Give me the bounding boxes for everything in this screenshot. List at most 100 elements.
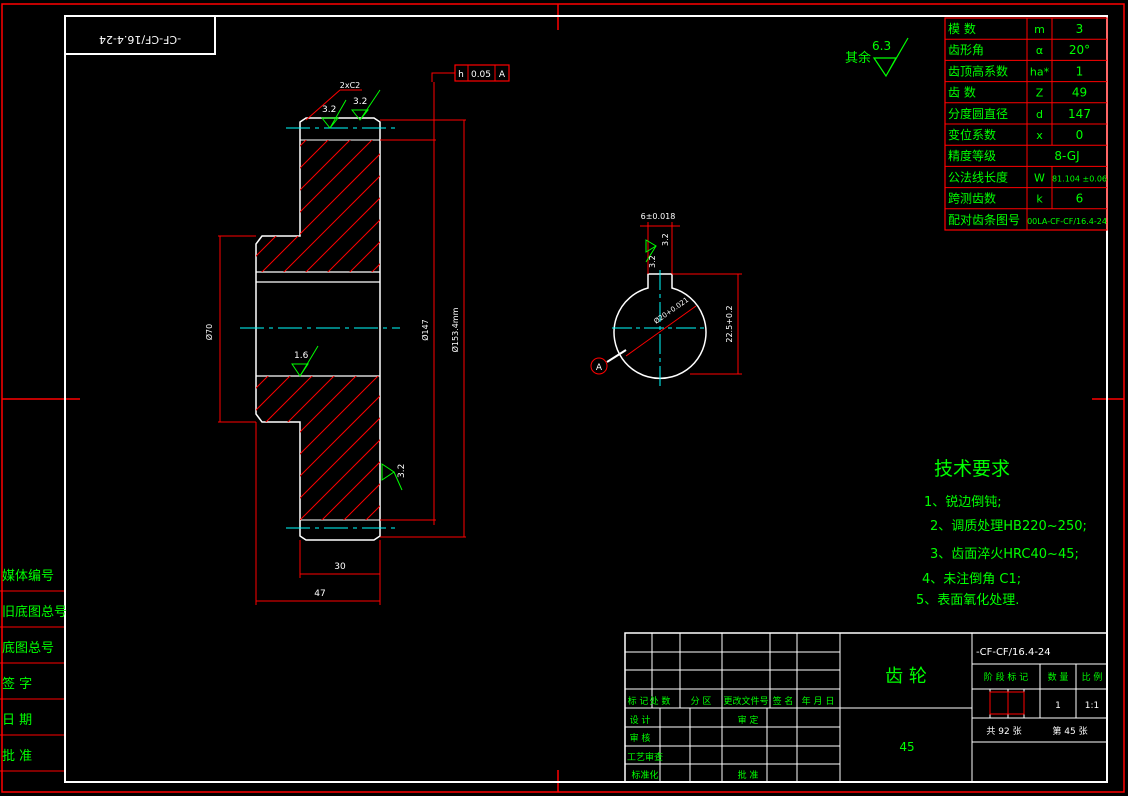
section-dimensions: 2xC2 3.2 3.2 1.6 3.2 Ø70 Ø147 Ø153.4mm 3…: [204, 81, 466, 605]
roughness-bore: 1.6: [294, 351, 309, 361]
tb-role-design: 设 计: [630, 714, 651, 726]
tb-role-check: 审 核: [630, 732, 651, 744]
roughness-top-left: 3.2: [322, 105, 336, 115]
outer-frame: [1, 3, 1125, 793]
material: 45: [899, 740, 914, 754]
left-strip-item: 旧底图总号: [2, 604, 67, 620]
hole-diameter-label: Ø20+0.021: [653, 296, 691, 326]
datum-label: A: [596, 363, 603, 373]
tech-req-item-3: 3、齿面淬火HRC40~45;: [930, 547, 1079, 562]
gear-param-value: 0: [1076, 128, 1084, 142]
tb-approve: 批 准: [738, 769, 759, 781]
tolerance-value: 0.05: [471, 70, 491, 80]
tech-req-item-5: 5、表面氧化处理.: [916, 593, 1019, 608]
gear-param-symbol: k: [1036, 193, 1043, 206]
gear-param-name: 配对齿条图号: [948, 213, 1020, 227]
gear-param-value: 49: [1072, 86, 1087, 100]
gear-param-value: 3: [1076, 22, 1084, 36]
gear-param-symbol: d: [1036, 108, 1043, 121]
gear-param-symbol: α: [1036, 44, 1043, 57]
pitch-diameter-label: Ø147: [420, 319, 430, 341]
drawing-number-box: [64, 15, 216, 55]
gear-param-value: 20°: [1069, 43, 1090, 57]
gear-param-symbol: x: [1036, 129, 1043, 142]
gear-outline: [255, 117, 381, 541]
title-block: 处 数 标 记 分 区 更改文件号 签 名 年 月 日 设 计 审 核 工艺审查…: [624, 632, 1108, 783]
total-width-label: 47: [314, 589, 325, 599]
gear-param-value: 8-GJ: [1054, 149, 1079, 163]
tip-diameter-label: Ø153.4mm: [450, 307, 460, 352]
tb-scale: 1:1: [1085, 701, 1099, 711]
keyway-width-label: 6±0.018: [641, 212, 676, 221]
left-strip-item: 媒体编号: [2, 569, 54, 584]
tech-req-item-1: 1、锐边倒钝;: [924, 495, 1002, 510]
gear-param-value: 1: [1076, 64, 1084, 78]
inner-frame: [64, 15, 1108, 783]
drawing-number: -CF-CF/16.4-24: [99, 33, 181, 46]
surface-note-prefix: 其余: [845, 50, 871, 66]
tb-header-5: 年 月 日: [802, 695, 835, 707]
surface-note-value: 6.3: [872, 39, 891, 53]
tb-scale-label: 比 例: [1082, 671, 1103, 683]
tb-sheet-no: 第 45 张: [1052, 725, 1087, 737]
surface-roughness-note: 其余 6.3: [845, 37, 909, 78]
gear-param-symbol: Z: [1036, 87, 1044, 100]
tb-role-process: 工艺审查: [627, 751, 663, 763]
hatch-bottom: [256, 376, 380, 520]
gear-param-name: 模 数: [948, 21, 976, 36]
bore-with-keyway: [613, 273, 707, 380]
gear-parameter-table: 模 数 m 3 齿形角 α 20° 齿顶高系数 ha* 1 齿 数 Z 49 分度圆直径 d 147 变位系数…: [944, 17, 1108, 231]
tb-weight-label: 数 量: [1048, 671, 1069, 683]
tech-req-item-4: 4、未注倒角 C1;: [922, 572, 1021, 587]
tolerance-datum: A: [499, 70, 506, 80]
bore-diameter-label: Ø70: [204, 324, 214, 340]
tb-total-sheets: 共 92 张: [986, 726, 1021, 737]
part-name: 齿 轮: [885, 666, 927, 687]
roughness-symbol-icon: [872, 37, 909, 78]
tb-stage-label: 阶 段 标 记: [984, 671, 1029, 683]
keyway-depth-label: 22.5+0.2: [725, 305, 734, 342]
gear-param-value: 147: [1068, 107, 1091, 121]
hub-width-label: 30: [334, 562, 346, 572]
left-strip-item: 日 期: [2, 713, 32, 728]
gear-param-symbol: m: [1034, 23, 1045, 36]
keyway-roughness-2: 3.2: [648, 255, 657, 268]
roughness-face: 3.2: [397, 464, 407, 478]
tolerance-frame: h 0.05 A: [431, 64, 510, 82]
tb-header-2: 分 区: [691, 696, 712, 707]
gear-param-name: 变位系数: [948, 127, 996, 142]
left-strip-item: 批 准: [2, 749, 32, 764]
gear-param-value: 00LA-CF-CF/16.4-24: [1027, 217, 1107, 226]
gear-param-name: 齿形角: [948, 43, 984, 57]
left-strip-item: 底图总号: [2, 640, 54, 656]
technical-requirements: 技术要求 1、锐边倒钝; 2、调质处理HB220~250; 3、齿面淬火HRC4…: [916, 458, 1087, 608]
gear-param-name: 精度等级: [948, 148, 996, 163]
keyway-roughness-1: 3.2: [661, 233, 670, 246]
gear-param-name: 分度圆直径: [948, 106, 1008, 121]
chamfer-label: 2xC2: [340, 81, 361, 90]
keyway-view: Ø20+0.021 6±0.018 3.2 3.2 22.5+0.2 A: [590, 212, 742, 388]
gear-section-view: [240, 117, 400, 541]
tb-header-3: 更改文件号: [723, 695, 768, 707]
tb-code: -CF-CF/16.4-24: [976, 647, 1051, 658]
gear-param-value: 81.104 ±0.06: [1052, 174, 1107, 183]
tb-header-4: 签 名: [773, 695, 794, 707]
datum-circle: [590, 357, 608, 375]
roughness-top-right: 3.2: [353, 97, 367, 107]
tb-quantity: 1: [1055, 701, 1061, 711]
gear-param-symbol: W: [1034, 171, 1045, 184]
left-strip-item: 签 字: [2, 676, 32, 692]
gear-param-name: 齿 数: [948, 85, 976, 100]
gear-param-name: 跨测齿数: [948, 191, 996, 206]
gear-param-name: 齿顶高系数: [948, 63, 1008, 78]
tech-req-title: 技术要求: [934, 458, 1010, 480]
tb-header-1: 处 数: [650, 695, 671, 707]
gear-param-name: 公法线长度: [948, 169, 1008, 184]
tb-role-standard: 标准化: [631, 769, 658, 781]
tolerance-symbol: h: [458, 70, 464, 80]
tb-header-0: 标 记: [628, 695, 649, 707]
gear-param-symbol: ha*: [1030, 65, 1050, 78]
tb-review: 审 定: [738, 714, 759, 726]
